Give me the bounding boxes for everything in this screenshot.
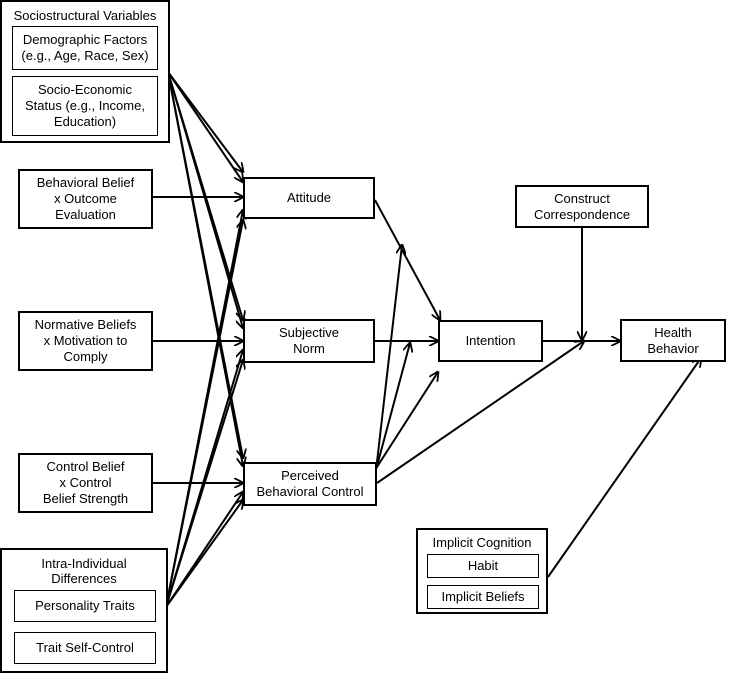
arrow-intra-to-subjective-norm-2: [165, 360, 243, 608]
normative-beliefs-label: Normative Beliefs x Motivation to Comply: [34, 317, 137, 364]
arrow-pbc-to-behavior-path: [376, 341, 584, 484]
demographic-factors-label: Demographic Factors (e.g., Age, Race, Se…: [21, 32, 149, 63]
sociostructural-title: Sociostructural Variables: [13, 8, 157, 23]
attitude-box: Attitude: [243, 177, 375, 219]
demographic-factors-box: Demographic Factors (e.g., Age, Race, Se…: [12, 26, 158, 70]
sociostructural-group: Sociostructural Variables Demographic Fa…: [0, 0, 170, 143]
intra-individual-group: Intra-Individual Differences Personality…: [0, 548, 168, 673]
arrow-pbc-to-intention: [374, 372, 438, 471]
arrow-pbc-moderates-attitude-path: [376, 245, 402, 463]
arrow-pbc-moderates-norm-path: [376, 343, 410, 467]
arrow-implicit-cognition-to-health-behavior: [547, 358, 701, 578]
implicit-beliefs-box: Implicit Beliefs: [427, 585, 539, 609]
health-behavior-label: Health Behavior: [647, 324, 699, 356]
construct-correspondence-label: Construct Correspondence: [533, 190, 631, 222]
arrow-sociostructural-to-behavioral-belief: [167, 71, 243, 182]
attitude-label: Attitude: [286, 190, 332, 205]
intra-individual-title: Intra-Individual Differences: [41, 556, 127, 586]
trait-self-control-label: Trait Self-Control: [36, 640, 134, 655]
normative-beliefs-box: Normative Beliefs x Motivation to Comply: [18, 311, 153, 371]
health-behavior-box: Health Behavior: [620, 319, 726, 362]
trait-self-control-box: Trait Self-Control: [14, 632, 156, 664]
subjective-norm-box: Subjective Norm: [243, 319, 375, 363]
implicit-cognition-title: Implicit Cognition: [432, 535, 532, 550]
control-belief-label: Control Belief x Control Belief Strength: [42, 459, 129, 506]
habit-box: Habit: [427, 554, 539, 578]
personality-traits-box: Personality Traits: [14, 590, 156, 622]
arrow-intra-to-pbc-2: [165, 500, 243, 608]
intention-box: Intention: [438, 320, 543, 362]
arrow-intra-to-attitude-2: [165, 220, 243, 608]
pbc-label: Perceived Behavioral Control: [256, 468, 364, 499]
pbc-box: Perceived Behavioral Control: [243, 462, 377, 506]
behavioral-belief-box: Behavioral Belief x Outcome Evaluation: [18, 169, 153, 229]
subjective-norm-label: Subjective Norm: [279, 325, 339, 356]
arrow-sociostructural-to-normative: [167, 71, 243, 328]
socio-economic-status-label: Socio-Economic Status (e.g., Income, Edu…: [25, 82, 145, 129]
arrow-attitude-to-intention: [374, 199, 440, 320]
control-belief-box: Control Belief x Control Belief Strength: [18, 453, 153, 513]
socio-economic-status-box: Socio-Economic Status (e.g., Income, Edu…: [12, 76, 158, 136]
implicit-beliefs-label: Implicit Beliefs: [441, 589, 525, 604]
intention-label: Intention: [465, 333, 516, 348]
personality-traits-label: Personality Traits: [35, 598, 135, 613]
construct-correspondence-box: Construct Correspondence: [515, 185, 649, 228]
behavioral-belief-label: Behavioral Belief x Outcome Evaluation: [36, 175, 135, 222]
habit-label: Habit: [467, 558, 499, 573]
implicit-cognition-group: Implicit Cognition Habit Implicit Belief…: [416, 528, 548, 614]
